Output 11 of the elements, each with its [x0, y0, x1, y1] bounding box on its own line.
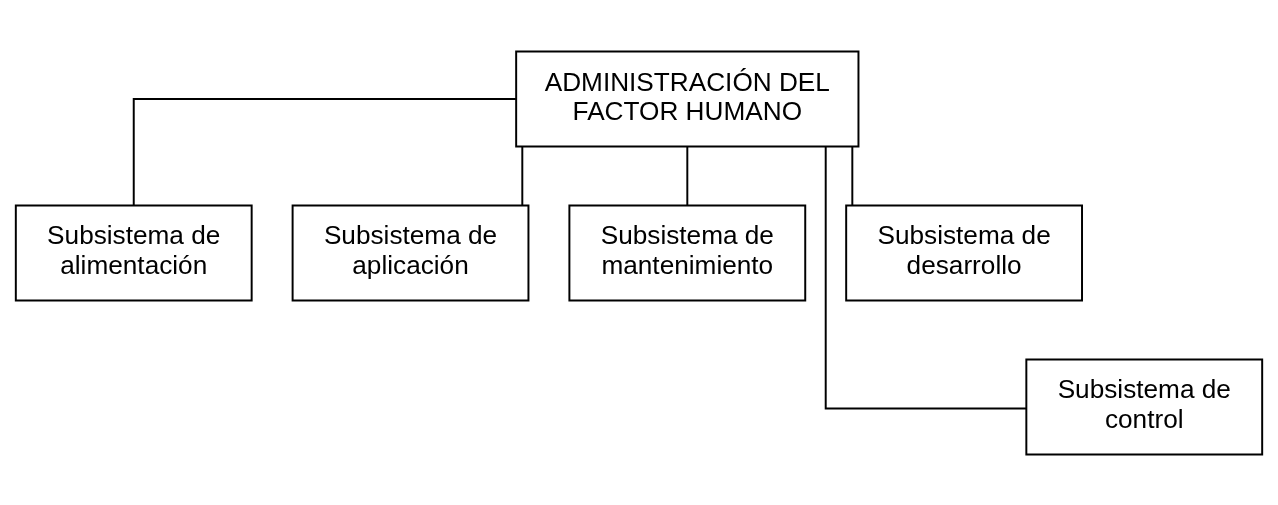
node-box: Subsistema de desarrollo	[845, 204, 1083, 301]
connector	[132, 97, 517, 206]
node-box: Subsistema de aplicación	[291, 204, 530, 301]
connector	[851, 145, 854, 206]
node-box: Subsistema de control	[1025, 357, 1264, 455]
node-box: Subsistema de alimentación	[14, 204, 253, 301]
connector	[521, 145, 524, 206]
connector	[686, 145, 689, 206]
node-box: Subsistema de mantenimiento	[568, 204, 807, 301]
node-box: ADMINISTRACIÓN DEL FACTOR HUMANO	[515, 50, 860, 148]
connector	[824, 145, 1028, 410]
